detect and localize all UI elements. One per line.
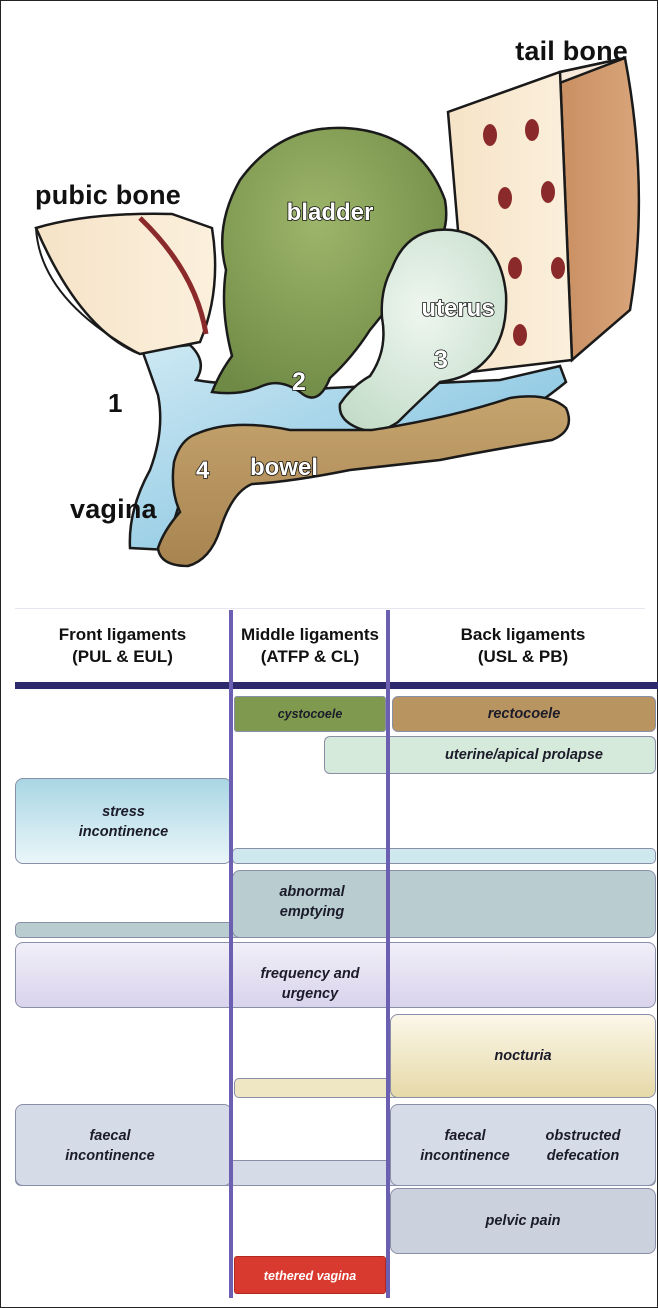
faecal-incontinence-back-line1: faecal <box>444 1128 486 1144</box>
back-ligaments-subtitle: (USL & PB) <box>477 647 569 666</box>
stress-incontinence-label: stress incontinence <box>15 802 232 842</box>
front-ligaments-header: Front ligaments (PUL & EUL) <box>15 624 230 668</box>
uterine-prolapse-bar <box>324 736 656 774</box>
abnormal-emptying-label: abnormal emptying <box>232 882 392 922</box>
faecal-incontinence-front-label: faecal incontinence <box>15 1126 205 1166</box>
frequency-urgency-line2: urgency <box>281 986 339 1002</box>
faecal-incontinence-front-bar <box>15 1104 232 1186</box>
tail-bone-shape <box>446 56 641 374</box>
pubic-bone-shape <box>34 212 217 356</box>
middle-ligaments-subtitle: (ATFP & CL) <box>260 647 360 666</box>
stress-incontinence-line2: incontinence <box>78 824 169 840</box>
faecal-incontinence-back-label: faecal incontinence <box>400 1126 530 1166</box>
nocturia-label: nocturia <box>494 1048 552 1064</box>
faecal-incontinence-front-line2: incontinence <box>65 1148 155 1164</box>
bladder-label: bladder <box>287 199 374 226</box>
abnormal-emptying-line1: abnormal <box>279 884 345 900</box>
pelvic-pain-bar <box>390 1188 656 1254</box>
header-divider-bar <box>15 682 658 689</box>
back-ligaments-title: Back ligaments <box>460 625 586 644</box>
abnormal-emptying-extension <box>15 922 245 938</box>
tail-bone-label: tail bone <box>515 36 628 66</box>
pelvic-pain-label: pelvic pain <box>485 1213 561 1229</box>
uterus-label: uterus <box>421 295 494 322</box>
faecal-incontinence-back-line2: incontinence <box>420 1148 510 1164</box>
faecal-incontinence-back-bar <box>390 1104 656 1186</box>
number-2-label: 2 <box>292 368 306 396</box>
frequency-urgency-bar <box>15 942 656 1008</box>
nocturia-extension <box>234 1078 404 1098</box>
tethered-vagina-bar <box>234 1256 386 1294</box>
pelvic-anatomy-diagram: tail bone pubic bone bladder uterus bowe… <box>34 36 641 568</box>
back-ligaments-header: Back ligaments (USL & PB) <box>390 624 656 668</box>
tethered-vagina-label: tethered vagina <box>263 1269 357 1283</box>
bowel-shape <box>156 395 571 568</box>
front-ligaments-title: Front ligaments <box>58 625 187 644</box>
section-separator <box>15 608 645 609</box>
bladder-shape <box>210 126 448 399</box>
pubic-bone-label: pubic bone <box>35 180 181 210</box>
column-divider-left <box>229 610 233 1298</box>
nocturia-bar <box>390 1014 656 1098</box>
uterine-prolapse-label: uterine/apical prolapse <box>445 747 603 763</box>
vagina-label: vagina <box>70 494 158 524</box>
obstructed-defecation-line1: obstructed <box>545 1128 621 1144</box>
abnormal-emptying-line2: emptying <box>279 904 345 920</box>
front-ligaments-subtitle: (PUL & EUL) <box>72 647 173 666</box>
rectocoele-label: rectocoele <box>487 706 561 722</box>
stress-incontinence-line1: stress <box>102 804 145 820</box>
cystocoele-label: cystocoele <box>277 707 343 721</box>
obstructed-defecation-line2: defecation <box>546 1148 620 1164</box>
column-divider-right <box>386 610 390 1298</box>
number-1-label: 1 <box>108 388 122 418</box>
frequency-urgency-label: frequency and urgency <box>15 964 605 1004</box>
uterus-shape <box>338 228 508 433</box>
middle-ligaments-title: Middle ligaments <box>241 625 379 644</box>
obstructed-defecation-label: obstructed defecation <box>530 1126 636 1166</box>
faecal-incontinence-front-line1: faecal <box>89 1128 131 1144</box>
abnormal-emptying-bar <box>232 870 656 938</box>
stress-incontinence-extension <box>232 848 656 864</box>
number-4-label: 4 <box>196 457 210 484</box>
frequency-urgency-line1: frequency and <box>260 966 360 982</box>
middle-ligaments-header: Middle ligaments (ATFP & CL) <box>232 624 388 668</box>
bowel-label: bowel <box>250 454 318 481</box>
cystocoele-bar <box>234 696 386 732</box>
number-3-label: 3 <box>434 346 448 374</box>
rectocoele-bar <box>392 696 656 732</box>
